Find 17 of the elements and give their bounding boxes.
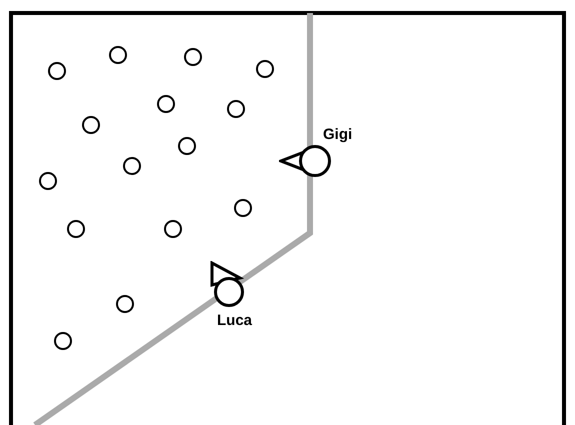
circle-marker xyxy=(227,100,245,118)
circle-marker xyxy=(164,220,182,238)
circle-marker xyxy=(54,332,72,350)
circle-marker xyxy=(157,95,175,113)
circle-marker xyxy=(234,199,252,217)
circle-marker xyxy=(184,48,202,66)
circle-marker xyxy=(48,62,66,80)
circle-marker xyxy=(39,172,57,190)
circle-marker xyxy=(109,46,127,64)
circle-marker xyxy=(67,220,85,238)
circle-marker xyxy=(116,295,134,313)
circle-marker xyxy=(178,137,196,155)
circle-marker xyxy=(82,116,100,134)
name-label: Gigi xyxy=(323,126,352,143)
circle-marker xyxy=(123,157,141,175)
name-label: Luca xyxy=(217,312,252,329)
circle-marker xyxy=(256,60,274,78)
